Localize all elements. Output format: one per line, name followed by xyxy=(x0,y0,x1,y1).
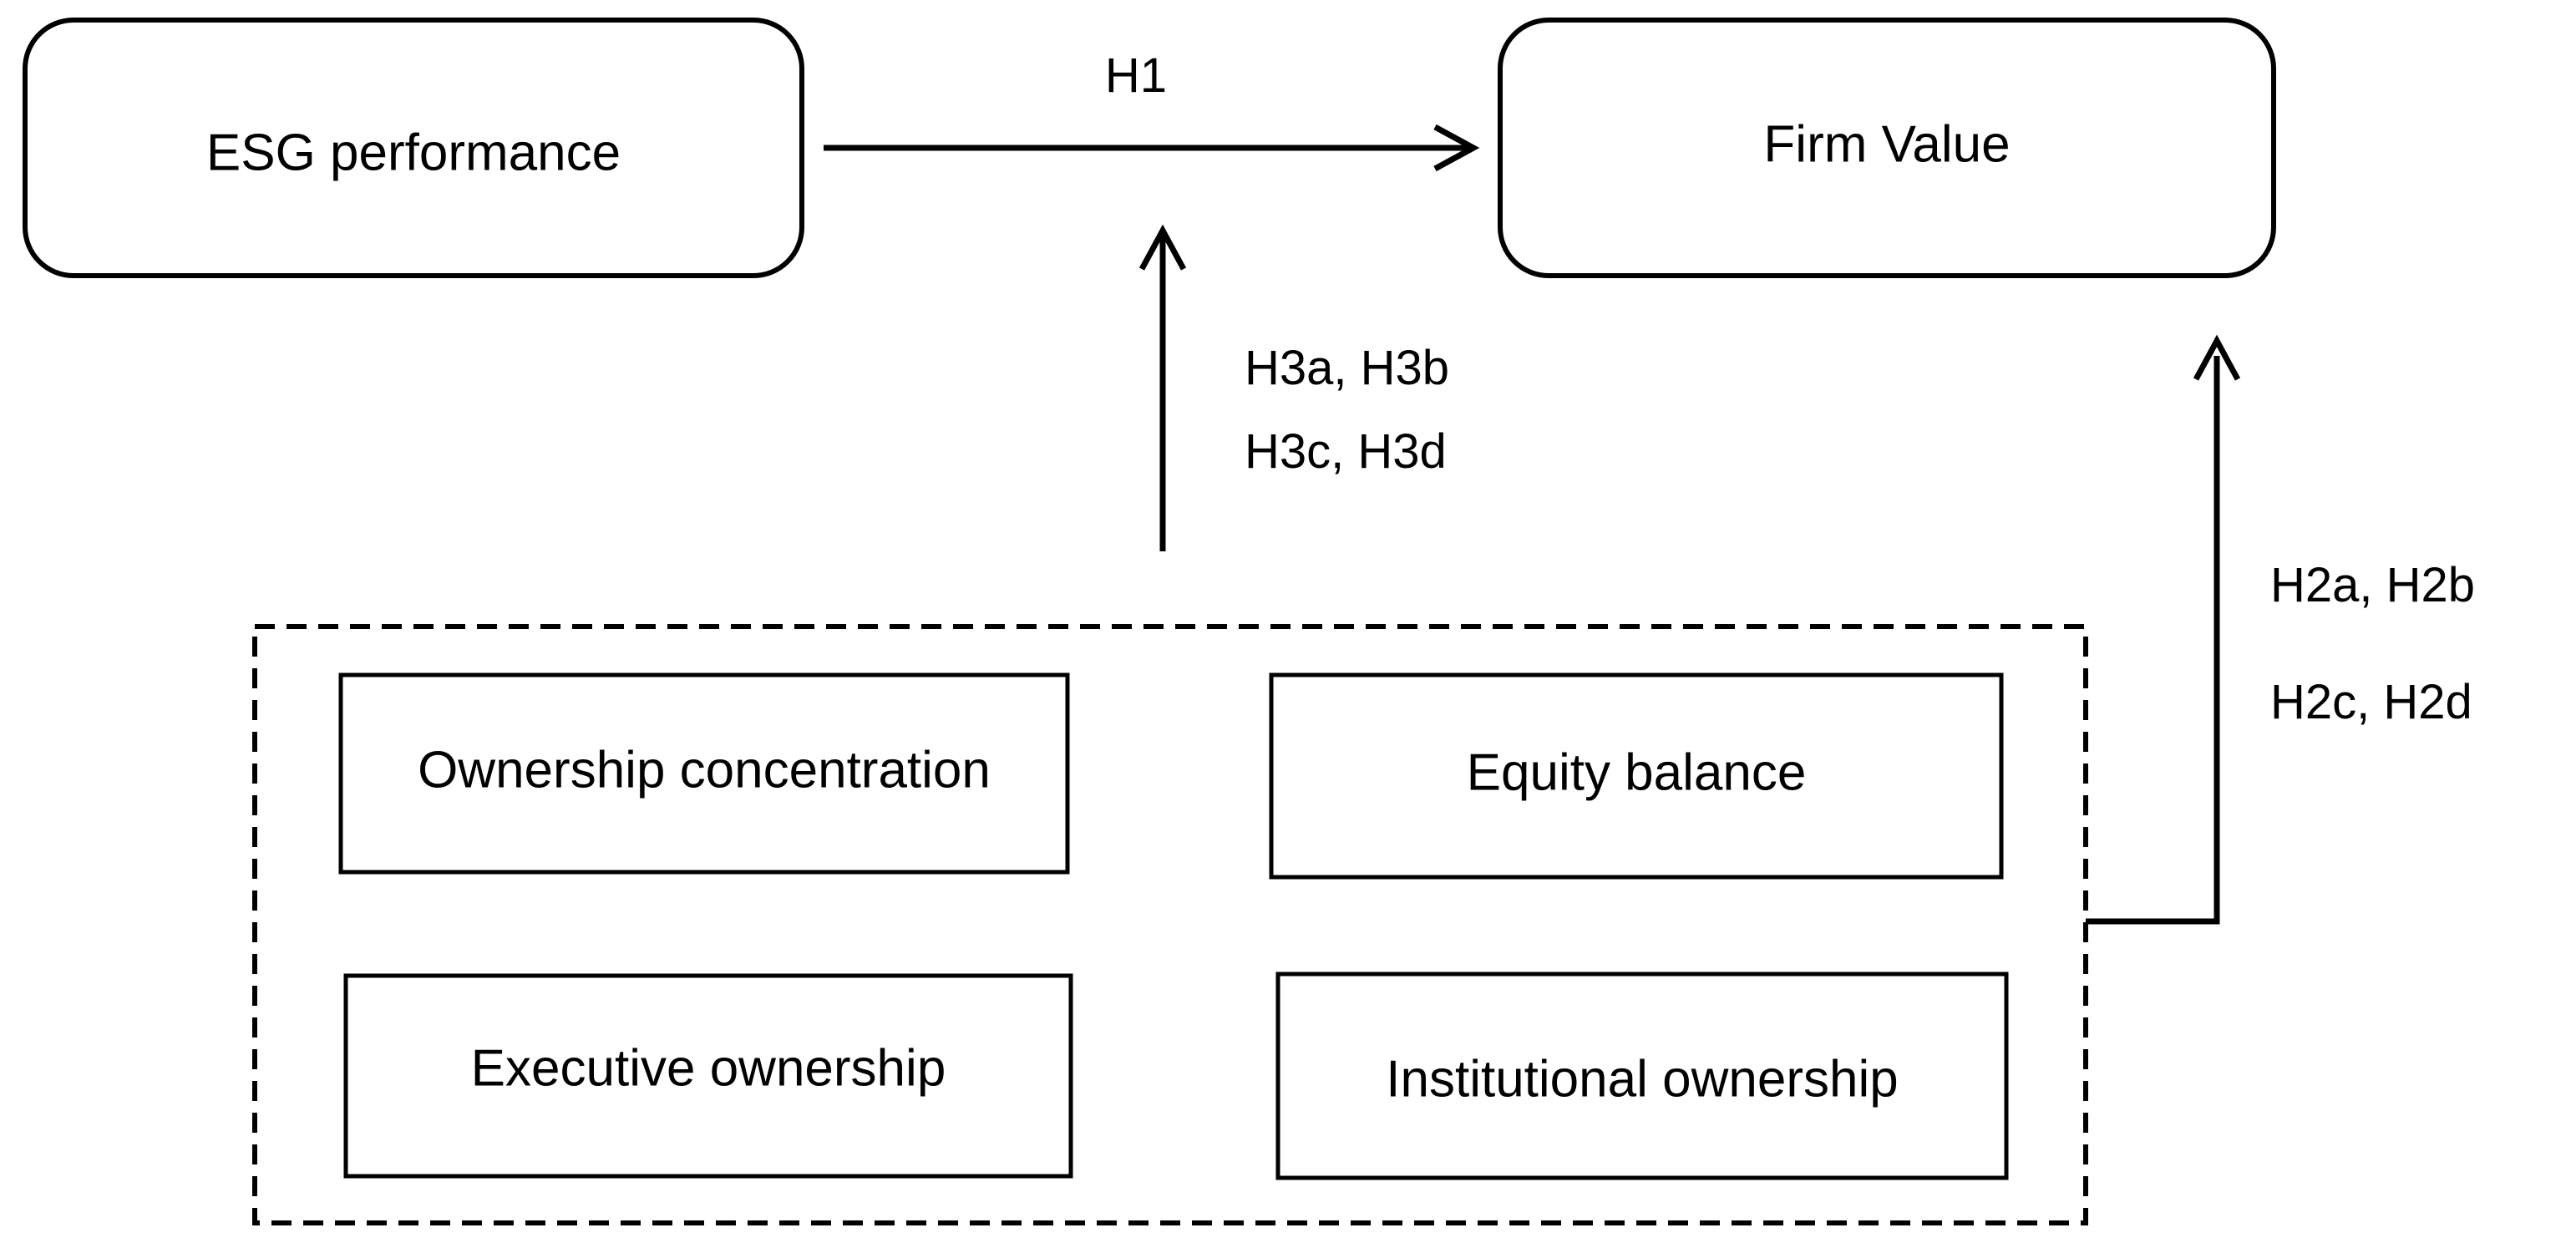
firm-value-label: Firm Value xyxy=(1763,115,2010,173)
h3-label-line1: H3a, H3b xyxy=(1245,341,1449,395)
ownership-structure-group xyxy=(252,624,2088,1225)
esg-performance-node: ESG performance xyxy=(23,18,804,278)
institutional-ownership-node: Institutional ownership xyxy=(1275,972,2009,1180)
h2-label-line1: H2a, H2b xyxy=(2270,558,2475,612)
ownership-concentration-label: Ownership concentration xyxy=(418,741,991,799)
equity-balance-node: Equity balance xyxy=(1269,672,2004,880)
h1-arrow xyxy=(824,124,1480,172)
h3-moderation-arrow xyxy=(1138,224,1187,551)
firm-value-node: Firm Value xyxy=(1498,18,2276,278)
h2-label-line2: H2c, H2d xyxy=(2270,675,2472,729)
executive-ownership-node: Executive ownership xyxy=(343,973,1073,1179)
equity-balance-label: Equity balance xyxy=(1467,743,1807,801)
esg-performance-label: ESG performance xyxy=(206,124,621,181)
ownership-concentration-node: Ownership concentration xyxy=(338,672,1070,875)
executive-ownership-label: Executive ownership xyxy=(471,1039,946,1097)
h2-arrow xyxy=(2086,334,2241,925)
h3-label-line2: H3c, H3d xyxy=(1245,424,1447,479)
institutional-ownership-label: Institutional ownership xyxy=(1386,1050,1898,1108)
h1-label: H1 xyxy=(1105,48,1167,103)
